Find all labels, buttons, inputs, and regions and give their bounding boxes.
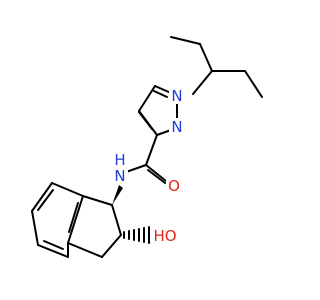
atom-label-amide-h: H [114,151,125,169]
bond-aromatic-inner-3 [68,202,79,233]
bond-c3-carbonyl [145,134,158,166]
bond-c1-c7a [82,195,113,206]
bond-carbonyl-o-1 [145,164,167,182]
bond-c7a-c3a [67,195,84,244]
hashed-bond-c2-oh [123,226,150,244]
atom-label-n2: N [171,118,182,136]
atom-label-n1: N [171,87,182,105]
bond-c6-c5 [31,210,39,246]
bond-c5-n1-inner [153,90,168,98]
molecule-diagram: N N N H O HO [31,36,263,258]
bond-c4-c5 [138,85,156,112]
bond-c2-c3 [101,234,122,258]
bond-aromatic-inner-2 [43,240,64,250]
bond-ch-ethyl-a [199,43,213,72]
bond-ethyl-a-methyl [170,36,201,45]
bond-c1-c2 [111,204,122,236]
bond-c5-n1 [154,85,172,94]
bond-carbonyl-o-2 [147,169,166,184]
bond-c7a-c7 [51,182,84,197]
structure-canvas: N N N H O HO [31,36,263,258]
bond-c3-c4-inner [138,111,153,130]
bond-c7-c6 [31,182,53,212]
bond-n2-c3 [156,129,172,136]
atom-label-carbonyl-o: O [168,177,180,195]
bond-c5-c4 [37,244,69,258]
bond-carbonyl-n [125,164,147,173]
bond-ch-n1 [192,70,213,95]
bond-ethyl-b-methyl [244,70,263,98]
wedge-bond-c1-nh [112,185,123,205]
bond-aromatic-inner-1 [37,189,54,211]
atom-label-hydroxyl: HO [153,227,176,245]
atom-label-amide-n: N [114,167,125,185]
bond-c3-c3a [67,242,103,258]
